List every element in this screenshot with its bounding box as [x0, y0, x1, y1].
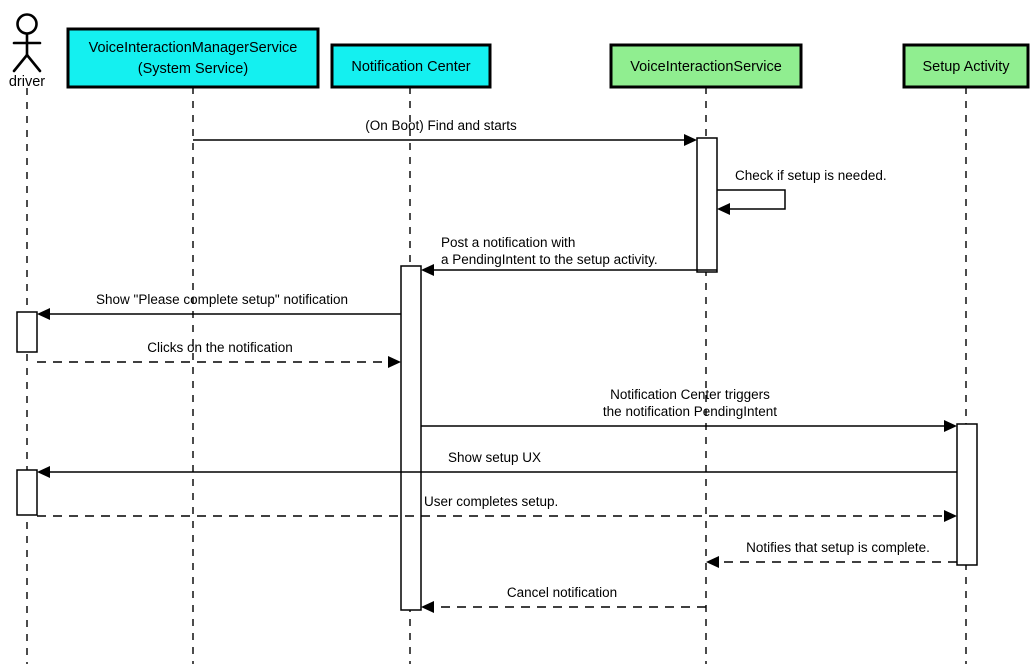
- message-cancel-notification-arrowhead: [421, 601, 434, 613]
- message-cancel-notification-label: Cancel notification: [507, 585, 617, 600]
- participant-vis-box[interactable]: [609, 43, 803, 89]
- message-show-notification-label: Show "Please complete setup" notificatio…: [96, 292, 348, 307]
- message-show-notification[interactable]: Show "Please complete setup" notificatio…: [37, 292, 401, 320]
- actor-head-icon: [16, 13, 38, 35]
- message-show-setup-ux-label: Show setup UX: [448, 450, 541, 465]
- activation-setup-activity-1: [956, 423, 978, 566]
- participant-vims[interactable]: VoiceInteractionManagerService (System S…: [66, 27, 320, 89]
- message-check-setup-arrowhead: [717, 203, 730, 215]
- message-post-notification-label-line2: a PendingIntent to the setup activity.: [441, 252, 658, 267]
- message-trigger-pendingintent-label-line2: the notification PendingIntent: [603, 404, 777, 419]
- message-notifies-setup-complete-arrowhead: [706, 556, 719, 568]
- message-on-boot[interactable]: (On Boot) Find and starts: [193, 118, 697, 146]
- actor-leg-right-icon: [25, 53, 42, 73]
- message-show-notification-arrowhead: [37, 308, 50, 320]
- message-clicks-notification[interactable]: Clicks on the notification: [37, 340, 401, 368]
- message-notifies-setup-complete-label: Notifies that setup is complete.: [746, 540, 930, 555]
- message-trigger-pendingintent[interactable]: Notification Center triggers the notific…: [421, 387, 957, 432]
- participant-setup-activity-box[interactable]: [902, 43, 1030, 89]
- participant-setup-activity-label: Setup Activity: [922, 59, 1010, 75]
- message-clicks-notification-label: Clicks on the notification: [147, 340, 293, 355]
- message-user-completes-setup-label: User completes setup.: [424, 494, 558, 509]
- message-user-completes-setup-arrowhead: [944, 510, 957, 522]
- message-check-setup-line: [717, 189, 786, 210]
- participant-vims-label-line1: VoiceInteractionManagerService: [89, 40, 298, 56]
- activation-vis-1: [696, 137, 718, 273]
- message-trigger-pendingintent-arrowhead: [944, 420, 957, 432]
- participant-notification-center-label: Notification Center: [351, 59, 470, 75]
- message-on-boot-label: (On Boot) Find and starts: [365, 118, 517, 133]
- message-on-boot-arrowhead: [684, 134, 697, 146]
- participant-notification-center-box[interactable]: [330, 43, 492, 89]
- message-trigger-pendingintent-label-line1: Notification Center triggers: [610, 387, 770, 402]
- participant-vims-box[interactable]: [66, 27, 320, 89]
- message-post-notification[interactable]: Post a notification with a PendingIntent…: [421, 235, 717, 276]
- message-cancel-notification[interactable]: Cancel notification: [421, 585, 706, 613]
- actor-driver[interactable]: driver: [9, 13, 45, 91]
- activation-driver-1: [16, 311, 38, 353]
- participant-vis-label: VoiceInteractionService: [630, 59, 782, 75]
- participant-vims-label-line2: (System Service): [138, 61, 248, 77]
- message-clicks-notification-arrowhead: [388, 356, 401, 368]
- activation-notification-center-1: [400, 265, 422, 611]
- message-post-notification-label-line1: Post a notification with: [441, 235, 575, 250]
- actor-driver-label: driver: [9, 74, 45, 90]
- message-show-setup-ux[interactable]: Show setup UX: [37, 450, 957, 478]
- participant-notification-center[interactable]: Notification Center: [330, 43, 492, 89]
- message-post-notification-arrowhead: [421, 264, 434, 276]
- message-check-setup[interactable]: Check if setup is needed.: [717, 168, 887, 215]
- participant-setup-activity[interactable]: Setup Activity: [902, 43, 1030, 89]
- actor-leg-left-icon: [12, 53, 29, 73]
- activations-layer: [16, 137, 978, 611]
- message-check-setup-label: Check if setup is needed.: [735, 168, 887, 183]
- message-notifies-setup-complete[interactable]: Notifies that setup is complete.: [706, 540, 957, 568]
- message-user-completes-setup[interactable]: User completes setup.: [37, 494, 957, 522]
- participant-vis[interactable]: VoiceInteractionService: [609, 43, 803, 89]
- message-show-setup-ux-arrowhead: [37, 466, 50, 478]
- activation-driver-2: [16, 469, 38, 516]
